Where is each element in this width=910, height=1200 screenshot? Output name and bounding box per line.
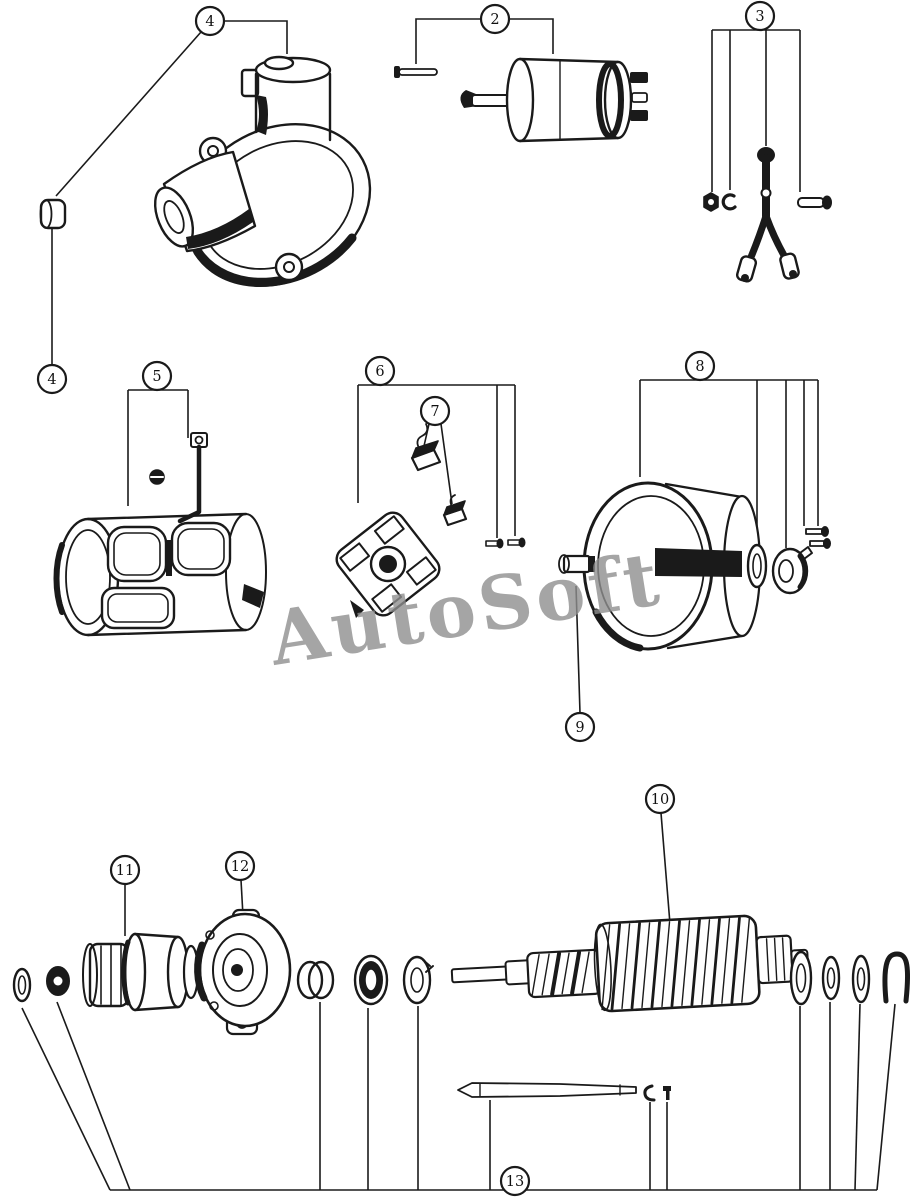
part-thrust-rod	[457, 1082, 637, 1098]
part-rear-washer	[746, 543, 768, 589]
callout-8: 8	[684, 350, 716, 382]
callout-7-label: 7	[430, 404, 439, 420]
callout-9: 9	[564, 711, 596, 743]
callout-13: 13	[499, 1165, 531, 1197]
part-brush-plate-screws	[485, 537, 526, 549]
part-spring-clip	[296, 960, 335, 1000]
part-rear-screws	[805, 526, 831, 549]
callout-10: 10	[644, 783, 676, 815]
part-small-clips	[643, 1084, 671, 1102]
callout-2-label: 2	[490, 12, 499, 28]
part-yoke-housing	[582, 481, 762, 652]
part-solenoid	[460, 57, 648, 143]
part-bushing	[39, 198, 67, 230]
callout-3: 3	[744, 0, 776, 32]
leader-lines	[21, 18, 896, 1191]
part-retaining-ring-left	[12, 967, 32, 1003]
callout-11: 11	[109, 854, 141, 886]
callout-11-label: 11	[116, 863, 134, 879]
callout-7: 7	[419, 395, 451, 427]
part-armature	[450, 914, 809, 1013]
part-brush-holder-plate	[335, 511, 441, 618]
callout-13-label: 13	[506, 1174, 524, 1190]
callout-5-label: 5	[152, 369, 161, 385]
callout-4-top: 4	[194, 5, 226, 37]
part-lock-washer	[402, 955, 434, 1005]
callouts: 4 2 3 4 5 6 7 8	[36, 0, 776, 1197]
part-lock-nut	[46, 966, 70, 996]
callout-4-left-label: 4	[47, 372, 56, 388]
callout-6-label: 6	[375, 364, 384, 380]
callout-12: 12	[224, 850, 256, 882]
part-drive-end-housing-assembly	[153, 55, 372, 288]
callout-12-label: 12	[231, 859, 249, 875]
part-solenoid-mounting-screw	[394, 66, 438, 78]
part-terminal-stud	[558, 554, 595, 574]
callout-10-label: 10	[651, 792, 669, 808]
callout-6: 6	[364, 355, 396, 387]
part-bearing-washer	[353, 954, 389, 1006]
callout-4-top-label: 4	[205, 14, 214, 30]
part-shim-washers	[789, 950, 910, 1006]
part-engagement-fork	[735, 147, 800, 283]
callout-2: 2	[479, 3, 511, 35]
part-rear-cap	[771, 546, 813, 595]
part-brushes	[410, 423, 468, 527]
part-drive-end-plate	[194, 908, 292, 1036]
part-drive-pinion	[82, 932, 200, 1012]
part-field-coil-assembly	[53, 512, 267, 637]
callout-5: 5	[141, 360, 173, 392]
watermark-text: AutoSoft	[263, 536, 668, 683]
callout-3-label: 3	[755, 9, 764, 25]
part-fork-hardware	[703, 192, 832, 212]
callout-9-label: 9	[575, 720, 584, 736]
part-field-terminal-hardware	[149, 432, 208, 524]
callout-8-label: 8	[695, 359, 704, 375]
callout-4-left: 4	[36, 363, 68, 395]
